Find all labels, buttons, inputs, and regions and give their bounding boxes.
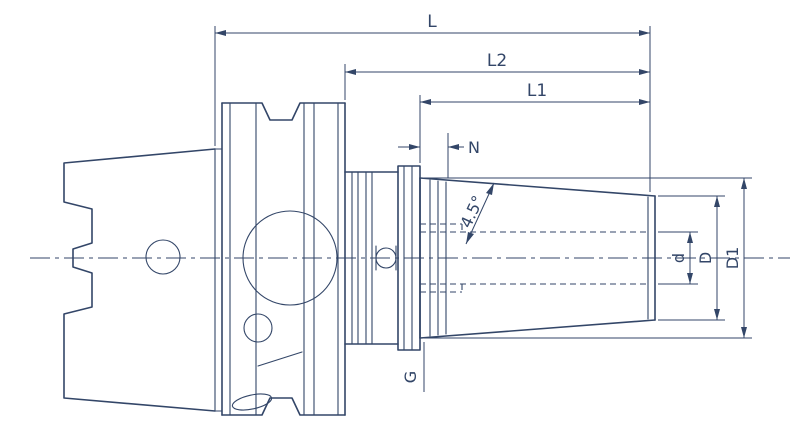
gripper-ball-circle <box>243 313 273 343</box>
collar-groove-lines <box>403 165 413 351</box>
dim-label-N: N <box>468 138 480 157</box>
collar-ring <box>397 165 421 351</box>
dim-D1-arrow-bottom <box>741 327 747 338</box>
shank <box>63 148 223 412</box>
dim-D-arrow-top <box>714 196 720 207</box>
taper-body <box>419 177 656 339</box>
dim-L1-arrow-right <box>639 99 650 105</box>
dim-label-d: d <box>669 253 688 263</box>
dimension-L: L <box>214 12 651 192</box>
bore-hidden-lines <box>420 231 648 285</box>
dimension-D: D <box>658 195 725 321</box>
dim-L-ext-lines <box>214 26 651 192</box>
dim-d-ext-lines <box>658 231 698 285</box>
dim-d-arrow-bottom <box>687 273 693 284</box>
dim-label-D1: D1 <box>723 247 742 270</box>
hidden-bore-lines <box>420 223 648 293</box>
dim-d-arrow-top <box>687 232 693 243</box>
neck-groove-lines <box>351 171 373 345</box>
flange-bottom-slot <box>231 393 273 411</box>
flange-bottom-edge <box>221 397 346 416</box>
taper-top-edge <box>419 177 656 197</box>
dimension-d: d <box>658 231 698 285</box>
dimension-L2: L2 <box>344 51 650 100</box>
dim-label-L1: L1 <box>527 81 547 101</box>
dimension-D1: D1 <box>424 177 752 339</box>
dim-D1-ext-lines <box>424 177 752 339</box>
dim-L2-arrow-left <box>345 69 356 75</box>
flange-top-edge <box>221 102 346 121</box>
shank-flange-step <box>214 148 223 412</box>
dim-label-L: L <box>427 12 437 32</box>
taper-relief-lines <box>429 179 447 337</box>
dim-label-G: G <box>401 371 420 383</box>
dimension-L1: L1 <box>419 81 650 163</box>
dim-angle-arrow-top <box>486 183 494 195</box>
dim-label-D: D <box>696 252 715 264</box>
dim-L-arrow-right <box>639 30 650 36</box>
dim-label-L2: L2 <box>487 51 507 71</box>
thread-hidden-lines <box>420 223 463 293</box>
drive-slot-circle <box>242 210 338 306</box>
flange-groove-lines <box>229 102 339 416</box>
dim-D-ext-lines <box>658 195 725 321</box>
neck-hole <box>375 247 397 269</box>
dim-angle-arrow-bottom <box>466 232 474 244</box>
shank-outline <box>63 148 216 412</box>
dimension-N: N <box>398 133 480 178</box>
dim-N-arrow-left <box>409 144 420 150</box>
neck <box>344 171 399 345</box>
dim-D-arrow-bottom <box>714 309 720 320</box>
dim-L2-arrow-right <box>639 69 650 75</box>
dim-L-arrow-left <box>215 30 226 36</box>
dim-D1-arrow-top <box>741 178 747 189</box>
dim-N-arrow-right <box>448 144 459 150</box>
dim-label-angle: 4.5° <box>456 193 487 231</box>
dimension-G: G <box>401 342 425 392</box>
collar-outline <box>397 165 421 351</box>
flange-slot-edge <box>257 351 303 367</box>
dimension-angle: 4.5° <box>456 182 495 245</box>
shank-side-hole <box>145 239 181 275</box>
flange <box>221 102 346 416</box>
dim-L1-arrow-left <box>420 99 431 105</box>
taper-bottom-edge <box>419 319 656 339</box>
